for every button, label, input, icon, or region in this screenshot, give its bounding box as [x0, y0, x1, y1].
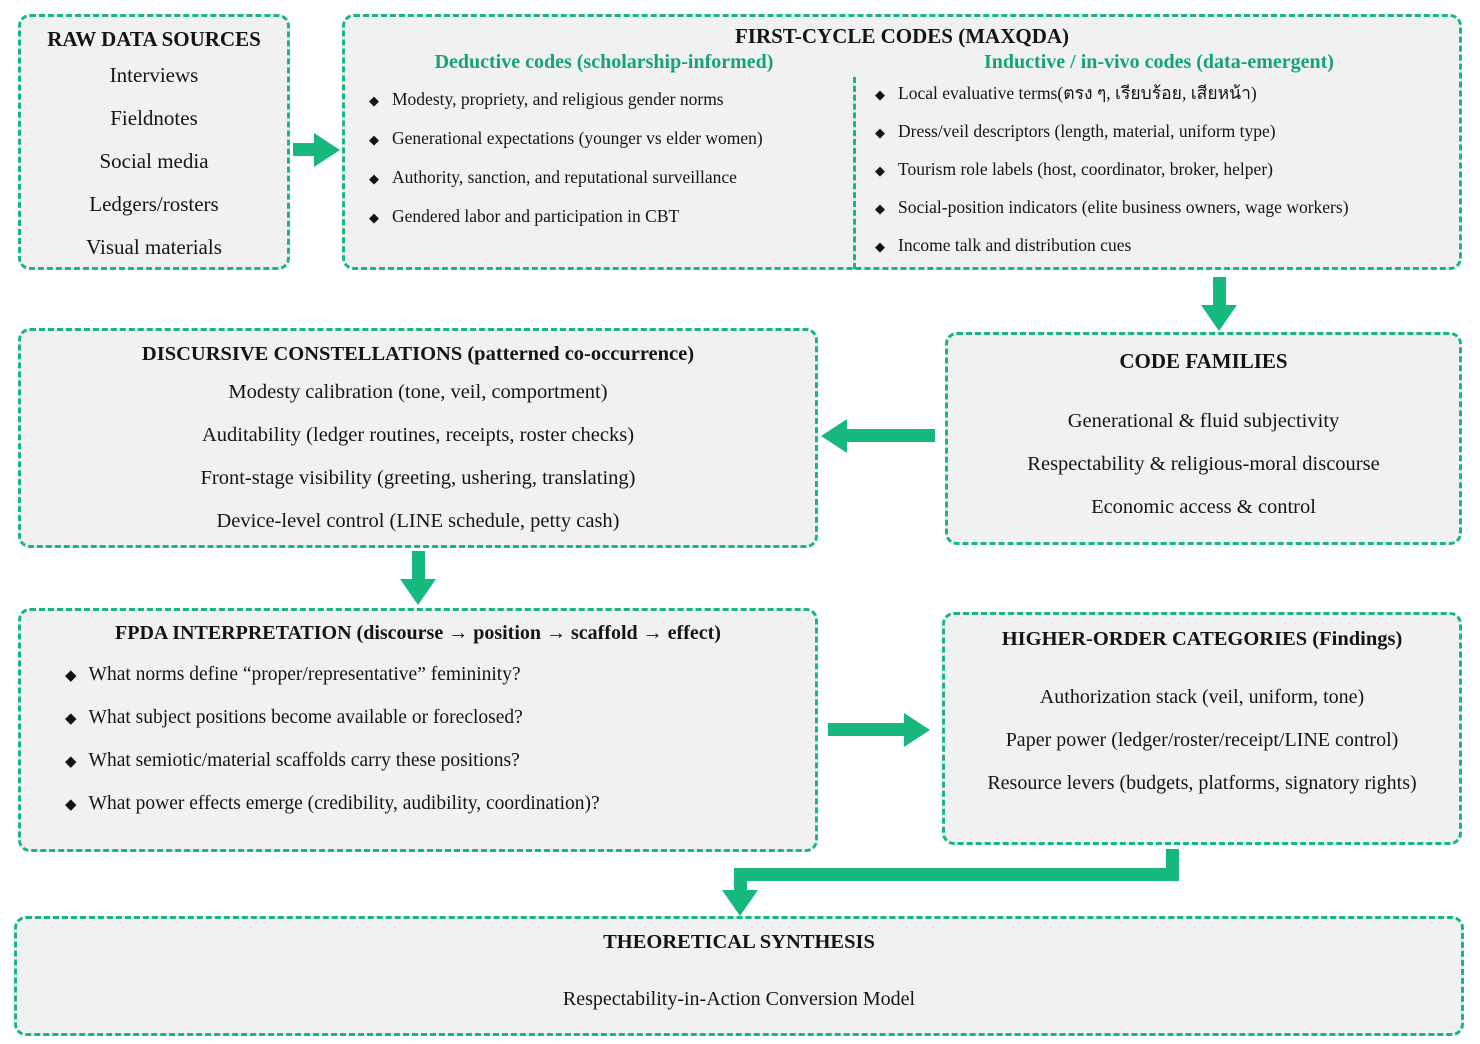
- fpda-interpretation-title: FPDA INTERPRETATION (discourse → positio…: [115, 622, 721, 644]
- list-item: Visual materials: [86, 235, 222, 259]
- box-discursive-constellations: DISCURSIVE CONSTELLATIONS (patterned co-…: [18, 328, 818, 548]
- list-item-label: Generational expectations (younger vs el…: [392, 128, 763, 148]
- diamond-bullet-icon: ◆: [369, 133, 379, 148]
- list-item: Front-stage visibility (greeting, usheri…: [200, 467, 636, 489]
- diamond-bullet-icon: ◆: [65, 666, 77, 684]
- deductive-codes-header: Deductive codes (scholarship-informed): [434, 51, 774, 73]
- list-item: Ledgers/rosters: [89, 192, 219, 216]
- list-item-label: Social-position indicators (elite busine…: [898, 197, 1349, 217]
- list-item: Resource levers (budgets, platforms, sig…: [987, 772, 1417, 794]
- list-item: Modesty calibration (tone, veil, comport…: [228, 381, 608, 403]
- list-item: Interviews: [109, 63, 199, 87]
- list-item: Fieldnotes: [110, 106, 198, 130]
- diamond-bullet-icon: ◆: [65, 709, 77, 727]
- list-item: ◆ What norms define “proper/representativ…: [65, 662, 815, 688]
- deductive-codes-column: Deductive codes (scholarship-informed) ◆…: [357, 51, 851, 244]
- list-item-label: What power effects emerge (credibility, …: [88, 793, 600, 814]
- diamond-bullet-icon: ◆: [875, 88, 885, 103]
- list-item: ◆ What power effects emerge (credibility,…: [65, 791, 815, 817]
- list-item: ◆ Income talk and distribution cues: [875, 234, 1455, 259]
- diamond-bullet-icon: ◆: [875, 126, 885, 141]
- list-item-label: What semiotic/material scaffolds carry t…: [88, 750, 520, 771]
- inductive-codes-column: Inductive / in-vivo codes (data-emergent…: [863, 51, 1455, 272]
- list-item: Paper power (ledger/roster/receipt/LINE …: [1005, 729, 1399, 751]
- list-item-label: Modesty, propriety, and religious gender…: [392, 89, 724, 109]
- list-item: Device-level control (LINE schedule, pet…: [216, 510, 620, 532]
- box-theoretical-synthesis: THEORETICAL SYNTHESIS Respectability-in-…: [14, 916, 1464, 1036]
- list-item: Economic access & control: [1091, 496, 1316, 518]
- diamond-bullet-icon: ◆: [875, 202, 885, 217]
- discursive-constellations-list: Modesty calibration (tone, veil, comport…: [21, 371, 815, 543]
- list-item: Respectability & religious-moral discour…: [1027, 453, 1380, 475]
- list-item-label: Gendered labor and participation in CBT: [392, 206, 680, 226]
- first-cycle-codes-title: FIRST-CYCLE CODES (MAXQDA): [734, 24, 1070, 48]
- list-item: Authorization stack (veil, uniform, tone…: [1039, 686, 1365, 708]
- theoretical-synthesis-subtitle: Respectability-in-Action Conversion Mode…: [562, 988, 916, 1010]
- inductive-codes-list: ◆ Local evaluative terms(ตรง ๆ, เรียบร้อย…: [875, 82, 1455, 272]
- fpda-interpretation-list: ◆ What norms define “proper/representativ…: [65, 662, 815, 834]
- list-item-label: Dress/veil descriptors (length, material…: [898, 121, 1276, 141]
- list-item: ◆ Generational expectations (younger vs e…: [369, 127, 851, 152]
- box-higher-order-categories: HIGHER-ORDER CATEGORIES (Findings) Autho…: [942, 612, 1462, 845]
- inductive-codes-header: Inductive / in-vivo codes (data-emergent…: [984, 51, 1334, 73]
- higher-order-categories-list: Authorization stack (veil, uniform, tone…: [945, 676, 1459, 805]
- list-item: Social media: [99, 149, 209, 173]
- theoretical-synthesis-list: Respectability-in-Action Conversion Mode…: [17, 984, 1461, 1014]
- list-item: ◆ What semiotic/material scaffolds carry …: [65, 748, 815, 774]
- list-item: ◆ What subject positions become available…: [65, 705, 815, 731]
- theoretical-synthesis-title: THEORETICAL SYNTHESIS: [603, 931, 875, 953]
- diamond-bullet-icon: ◆: [875, 240, 885, 255]
- list-item-label: Authority, sanction, and reputational su…: [392, 167, 737, 187]
- list-item-label: Income talk and distribution cues: [898, 235, 1132, 255]
- list-item: ◆ Gendered labor and participation in CBT: [369, 205, 851, 230]
- box-code-families: CODE FAMILIES Generational & fluid subje…: [945, 332, 1462, 545]
- diamond-bullet-icon: ◆: [369, 172, 379, 187]
- higher-order-categories-title: HIGHER-ORDER CATEGORIES (Findings): [1001, 628, 1403, 650]
- deductive-codes-list: ◆ Modesty, propriety, and religious gende…: [369, 88, 851, 244]
- discursive-constellations-title: DISCURSIVE CONSTELLATIONS (patterned co-…: [141, 343, 695, 365]
- list-item-label: What subject positions become available …: [88, 707, 523, 728]
- list-item-label: Local evaluative terms(ตรง ๆ, เรียบร้อย,…: [898, 83, 1257, 103]
- diamond-bullet-icon: ◆: [369, 94, 379, 109]
- diamond-bullet-icon: ◆: [65, 795, 77, 813]
- list-item: Auditability (ledger routines, receipts,…: [201, 424, 635, 446]
- raw-data-sources-title: RAW DATA SOURCES: [47, 27, 261, 51]
- box-fpda-interpretation: FPDA INTERPRETATION (discourse → positio…: [18, 608, 818, 852]
- list-item-label: What norms define “proper/representative…: [88, 664, 521, 685]
- column-divider: [853, 77, 856, 269]
- list-item: ◆ Social-position indicators (elite busin…: [875, 196, 1455, 221]
- list-item: Generational & fluid subjectivity: [1067, 410, 1340, 432]
- list-item-label: Tourism role labels (host, coordinator, …: [898, 159, 1273, 179]
- diamond-bullet-icon: ◆: [875, 164, 885, 179]
- box-first-cycle-codes: FIRST-CYCLE CODES (MAXQDA) Deductive cod…: [342, 14, 1462, 270]
- diamond-bullet-icon: ◆: [369, 211, 379, 226]
- list-item: ◆ Tourism role labels (host, coordinator,…: [875, 158, 1455, 183]
- list-item: ◆ Local evaluative terms(ตรง ๆ, เรียบร้อย…: [875, 82, 1455, 107]
- code-families-title: CODE FAMILIES: [1119, 349, 1288, 373]
- list-item: ◆ Dress/veil descriptors (length, materia…: [875, 120, 1455, 145]
- list-item: ◆ Authority, sanction, and reputational s…: [369, 166, 851, 191]
- list-item: ◆ Modesty, propriety, and religious gende…: [369, 88, 851, 113]
- diamond-bullet-icon: ◆: [65, 752, 77, 770]
